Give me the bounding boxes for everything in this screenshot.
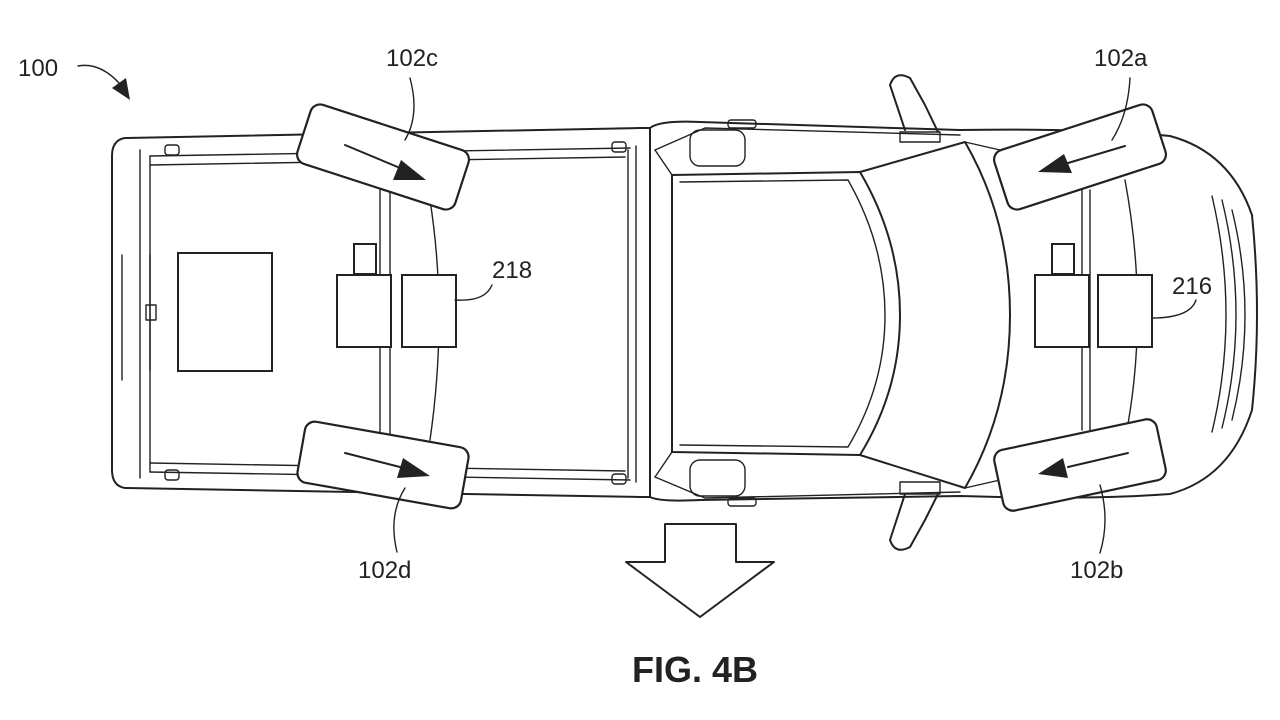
truck-bed-outline — [111, 127, 651, 498]
diagonal-arrow-icon — [1038, 145, 1126, 173]
diagonal-arrow-icon — [344, 452, 430, 478]
side-mirror-bottom — [889, 493, 939, 551]
front-drive-unit — [1034, 243, 1153, 348]
tie-down — [164, 144, 180, 156]
rear-inverter-box — [401, 274, 457, 348]
figure-title: FIG. 4B — [632, 649, 758, 690]
front-drive-connector — [1051, 243, 1075, 275]
label-vehicle: 100 — [18, 55, 58, 82]
leader-218 — [454, 284, 493, 301]
label-216: 216 — [1172, 273, 1212, 300]
rear-motor-box — [336, 274, 392, 348]
tie-down — [611, 141, 627, 153]
label-102b: 102b — [1070, 557, 1123, 584]
leader-102c — [404, 77, 415, 141]
a-pillar — [654, 141, 1001, 489]
door-handle-bottom — [689, 459, 746, 497]
windshield — [859, 141, 1011, 489]
side-mirror-bottom-arm — [899, 481, 941, 495]
tie-down — [611, 473, 627, 485]
cab-side-bottom — [654, 476, 961, 499]
cab-outline — [649, 120, 1258, 502]
wheel-102d — [296, 420, 470, 510]
front-grille — [1211, 195, 1246, 433]
label-218: 218 — [492, 257, 532, 284]
marker-light — [727, 497, 757, 507]
cab-side-top — [654, 127, 961, 151]
rear-window — [679, 179, 886, 448]
leader-102a — [1111, 77, 1131, 141]
door-handle-top — [689, 129, 746, 167]
label-102c: 102c — [386, 45, 438, 72]
side-mirror-top-arm — [899, 131, 941, 143]
front-inverter-box — [1097, 274, 1153, 348]
leader-lines — [77, 64, 1197, 554]
front-motor-box — [1034, 274, 1090, 348]
label-102a: 102a — [1094, 45, 1148, 72]
leader-102d — [393, 487, 406, 553]
diagonal-arrow-icon — [1038, 452, 1129, 478]
leader-100 — [77, 64, 121, 85]
tie-down — [164, 469, 180, 481]
wheel-102a — [992, 103, 1168, 211]
diagonal-arrow-icon — [344, 144, 426, 180]
tailgate-latch — [145, 254, 157, 371]
leader-100-arrowhead — [112, 78, 130, 100]
leader-216 — [1151, 299, 1197, 319]
cab-roof — [671, 171, 901, 456]
bed-front-wall — [627, 145, 637, 483]
leader-102b — [1099, 484, 1106, 554]
down-arrow-outline-icon — [625, 523, 775, 618]
side-mirror-top — [889, 74, 939, 133]
bed-compartment — [177, 252, 273, 372]
wheel-102c — [295, 103, 471, 211]
rear-drive-unit — [336, 243, 457, 348]
marker-light — [727, 119, 757, 129]
rear-drive-connector — [353, 243, 377, 275]
label-102d: 102d — [358, 557, 411, 584]
